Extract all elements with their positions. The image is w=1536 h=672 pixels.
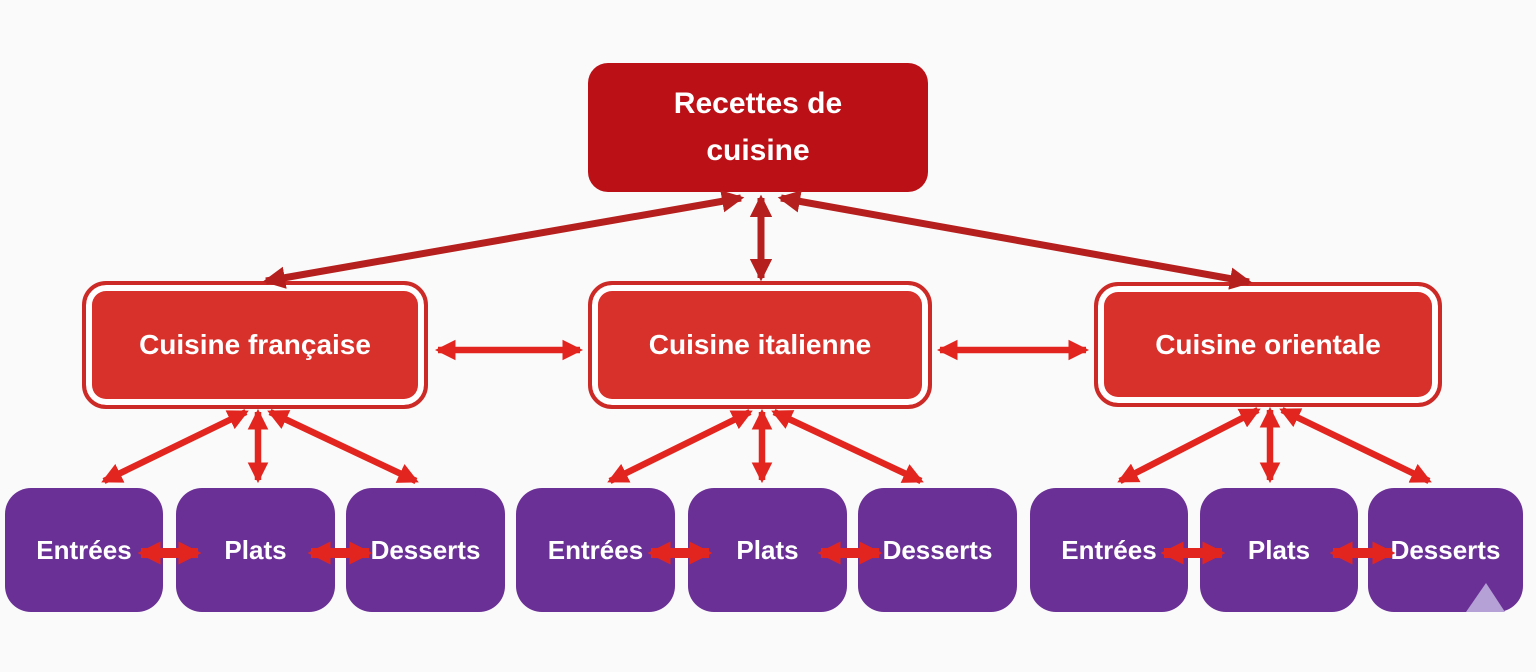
- node-cuisine-francaise-label: Cuisine française: [139, 329, 371, 360]
- node-cuisine-italienne-label: Cuisine italienne: [648, 329, 872, 360]
- leaf-label: Desserts: [1390, 534, 1501, 565]
- leaf-label: Plats: [736, 534, 799, 565]
- leaf-label: Plats: [1247, 534, 1311, 565]
- node-italienne-entrees: Entrées: [516, 488, 675, 612]
- node-francaise-desserts: Desserts: [346, 488, 505, 612]
- node-cuisine-italienne: Cuisine italienne: [588, 281, 932, 409]
- node-italienne-desserts: Desserts: [858, 488, 1017, 612]
- edges-root-to-cuisines: [262, 190, 1253, 290]
- node-orientale-plats: Plats: [1200, 488, 1358, 612]
- leaf-label: Plats: [224, 534, 287, 565]
- node-orientale-entrees: Entrées: [1030, 488, 1188, 612]
- node-orientale-desserts: Desserts: [1368, 488, 1523, 612]
- node-cuisine-orientale: Cuisine orientale: [1094, 282, 1442, 407]
- leaf-label: Entrées: [36, 534, 132, 565]
- node-francaise-plats: Plats: [176, 488, 335, 612]
- edges-italienne-children: [607, 408, 924, 484]
- edges-orientale-children: [1117, 406, 1432, 484]
- leaf-label: Desserts: [882, 534, 993, 565]
- leaf-label: Entrées: [1061, 534, 1157, 565]
- leaf-label: Desserts: [370, 534, 481, 565]
- leaf-label: Entrées: [547, 534, 644, 565]
- node-italienne-plats: Plats: [688, 488, 847, 612]
- node-francaise-entrees: Entrées: [5, 488, 163, 612]
- node-root-label: Recettes de cuisine: [673, 87, 843, 167]
- node-cuisine-orientale-label: Cuisine orientale: [1155, 328, 1381, 360]
- node-root: Recettes de cuisine: [588, 63, 928, 192]
- edges-francaise-children: [101, 408, 419, 484]
- node-cuisine-francaise: Cuisine française: [82, 281, 428, 409]
